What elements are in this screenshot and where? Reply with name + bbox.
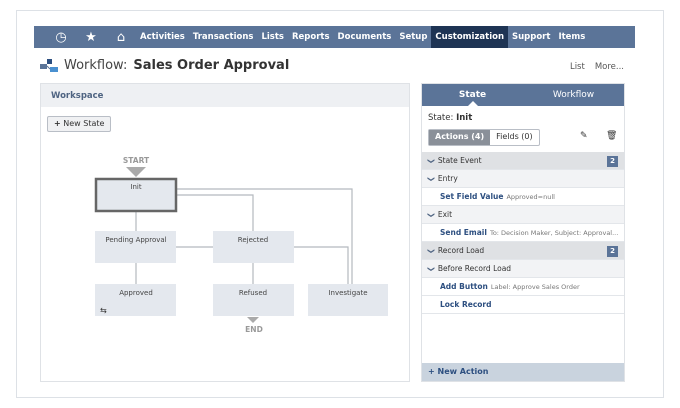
svg-text:Init: Init — [130, 183, 141, 191]
nav-lists[interactable]: Lists — [261, 32, 284, 42]
workflow-icon — [40, 58, 58, 72]
trash-icon[interactable]: 🗑 — [606, 131, 618, 141]
tab-workflow[interactable]: Workflow — [552, 90, 595, 100]
state-rejected[interactable] — [213, 231, 294, 263]
start-label: START — [123, 156, 150, 165]
workspace-panel: Workspace + New State — [40, 83, 410, 382]
svg-text:Pending Approval: Pending Approval — [105, 236, 166, 244]
sub-before-record-load[interactable]: ❯Before Record Load — [422, 260, 624, 278]
start-marker — [126, 167, 146, 177]
transition-line — [176, 194, 254, 231]
state-pending-approval[interactable] — [95, 231, 176, 263]
nav-activities[interactable]: Activities — [140, 32, 185, 42]
nav-support[interactable]: Support — [512, 32, 551, 42]
star-icon[interactable]: ★ — [85, 29, 97, 45]
home-icon[interactable]: ⌂ — [116, 29, 126, 45]
count-badge: 2 — [607, 156, 618, 167]
chevron-down-icon: ❯ — [426, 248, 435, 254]
chevron-down-icon: ❯ — [426, 158, 435, 164]
end-label: END — [245, 325, 263, 334]
nav-reports[interactable]: Reports — [291, 32, 330, 42]
tab-state[interactable]: State — [422, 84, 523, 106]
workspace-title: Workspace — [41, 84, 409, 107]
recent-icon[interactable]: ◷ — [55, 29, 67, 45]
state-refused[interactable] — [213, 284, 294, 316]
loop-icon: ⇆ — [100, 306, 107, 315]
state-init[interactable] — [94, 177, 178, 213]
list-link[interactable]: List — [569, 62, 585, 72]
svg-text:Investigate: Investigate — [328, 289, 367, 297]
nav-transactions[interactable]: Transactions — [192, 32, 254, 42]
chevron-down-icon: ❯ — [426, 266, 435, 272]
chevron-down-icon: ❯ — [426, 176, 435, 182]
state-name: State: Init — [428, 113, 473, 123]
new-state-button[interactable]: + New State — [47, 116, 112, 132]
more-link[interactable]: More... — [594, 62, 624, 72]
new-action-button[interactable]: + New Action — [422, 363, 624, 381]
fields-tab[interactable]: Fields (0) — [496, 132, 533, 141]
transition-line — [294, 246, 349, 284]
count-badge: 2 — [607, 246, 618, 257]
top-nav: ◷ ★ ⌂ Activities Transactions Lists Repo… — [34, 26, 635, 48]
page-frame — [16, 10, 664, 398]
end-marker — [247, 317, 259, 323]
actions-tab[interactable]: Actions (4) — [429, 130, 491, 145]
state-panel: State Workflow State: Init Actions (4) F… — [421, 83, 625, 382]
svg-text:Approved: Approved — [119, 289, 153, 297]
state-investigate[interactable] — [308, 284, 388, 316]
sub-entry[interactable]: ❯Entry — [422, 170, 624, 188]
action-lock-record[interactable]: Lock Record — [422, 296, 624, 314]
page-title: Workflow:Sales Order Approval — [40, 58, 289, 73]
nav-items[interactable]: Items — [558, 32, 586, 42]
nav-setup[interactable]: Setup — [399, 32, 428, 42]
nav-customization[interactable]: Customization — [431, 26, 508, 48]
state-approved[interactable] — [95, 284, 176, 316]
svg-text:Refused: Refused — [239, 289, 267, 297]
sub-exit[interactable]: ❯Exit — [422, 206, 624, 224]
nav-documents[interactable]: Documents — [337, 32, 392, 42]
chevron-down-icon: ❯ — [426, 212, 435, 218]
transition-line — [176, 188, 353, 284]
edit-icon[interactable]: ✎ — [580, 131, 588, 141]
svg-text:Rejected: Rejected — [238, 236, 268, 244]
